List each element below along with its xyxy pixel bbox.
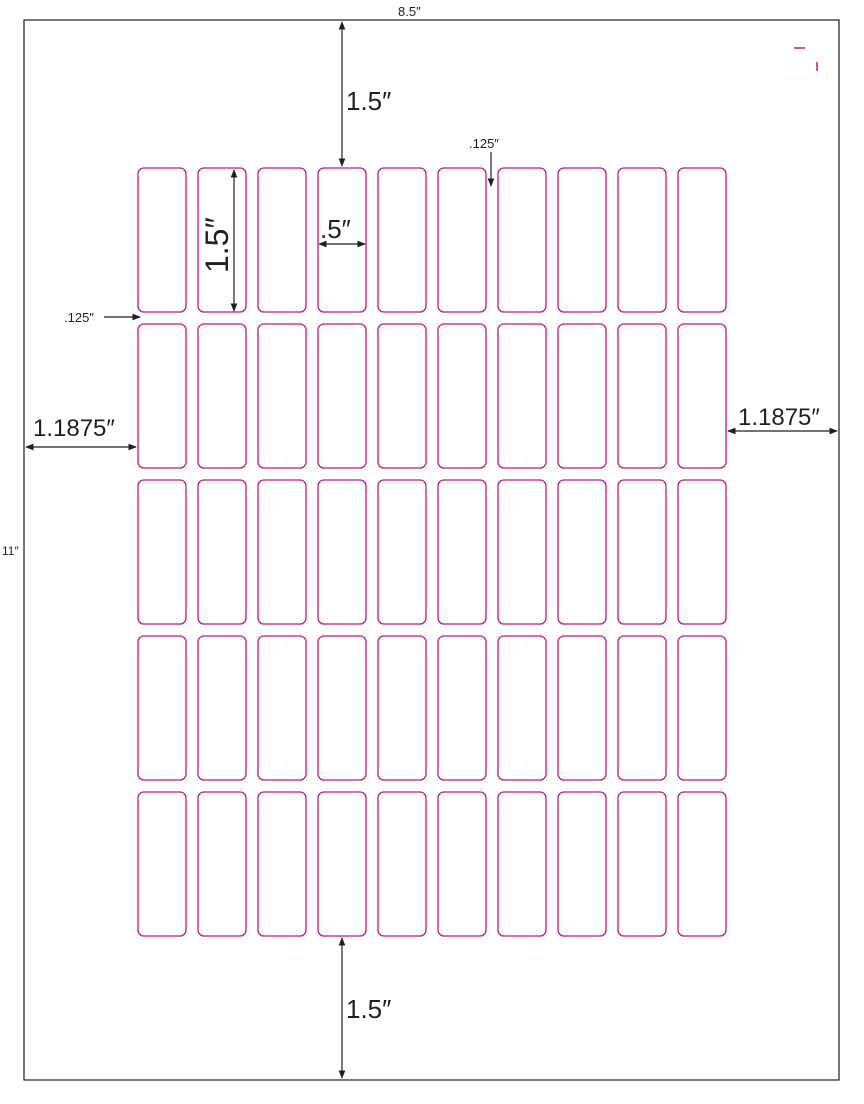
label-cell	[257, 635, 307, 781]
label-cell	[677, 323, 727, 469]
label-cell	[257, 479, 307, 625]
label-cell	[197, 323, 247, 469]
label-cell	[677, 791, 727, 937]
right-margin-label: 1.1875″	[738, 404, 820, 431]
label-cell	[497, 479, 547, 625]
label-cell	[317, 167, 367, 313]
label-cell	[677, 167, 727, 313]
label-cell	[557, 635, 607, 781]
sheet-border	[23, 19, 840, 1081]
label-cell	[557, 323, 607, 469]
label-cell	[617, 167, 667, 313]
label-cell	[437, 323, 487, 469]
label-cell	[557, 791, 607, 937]
label-cell	[437, 635, 487, 781]
label-cell	[617, 323, 667, 469]
label-cell	[617, 635, 667, 781]
label-cell	[257, 323, 307, 469]
label-cell	[317, 791, 367, 937]
label-cell	[617, 479, 667, 625]
label-cell	[437, 791, 487, 937]
label-cell	[197, 635, 247, 781]
vertical-gap-label: .125″	[64, 310, 94, 325]
label-width-label: .5″	[320, 214, 351, 244]
label-grid	[137, 167, 727, 937]
horizontal-gap-label: .125″	[469, 136, 499, 151]
sheet-width-label: 8.5″	[398, 4, 421, 19]
registration-mark	[794, 47, 818, 71]
label-cell	[317, 323, 367, 469]
label-cell	[137, 323, 187, 469]
label-cell	[497, 635, 547, 781]
label-cell	[677, 479, 727, 625]
label-cell	[257, 791, 307, 937]
label-cell	[137, 479, 187, 625]
label-cell	[677, 635, 727, 781]
label-cell	[137, 791, 187, 937]
label-height-label: 1.5″	[199, 217, 235, 273]
bottom-margin-label: 1.5″	[346, 994, 391, 1024]
label-cell	[497, 167, 547, 313]
label-cell	[197, 479, 247, 625]
top-margin-label: 1.5″	[346, 86, 391, 116]
label-cell	[317, 635, 367, 781]
left-margin-label: 1.1875″	[33, 415, 115, 442]
label-cell	[557, 479, 607, 625]
label-cell	[377, 635, 427, 781]
label-cell	[377, 791, 427, 937]
label-cell	[377, 323, 427, 469]
label-cell	[137, 167, 187, 313]
label-cell	[497, 791, 547, 937]
sheet-height-label: 11″	[2, 544, 19, 558]
label-cell	[197, 167, 247, 313]
label-cell	[197, 791, 247, 937]
label-cell	[377, 167, 427, 313]
label-cell	[257, 167, 307, 313]
label-cell	[317, 479, 367, 625]
label-cell	[617, 791, 667, 937]
label-cell	[497, 323, 547, 469]
label-cell	[137, 635, 187, 781]
label-cell	[377, 479, 427, 625]
label-cell	[557, 167, 607, 313]
label-cell	[437, 167, 487, 313]
label-cell	[437, 479, 487, 625]
